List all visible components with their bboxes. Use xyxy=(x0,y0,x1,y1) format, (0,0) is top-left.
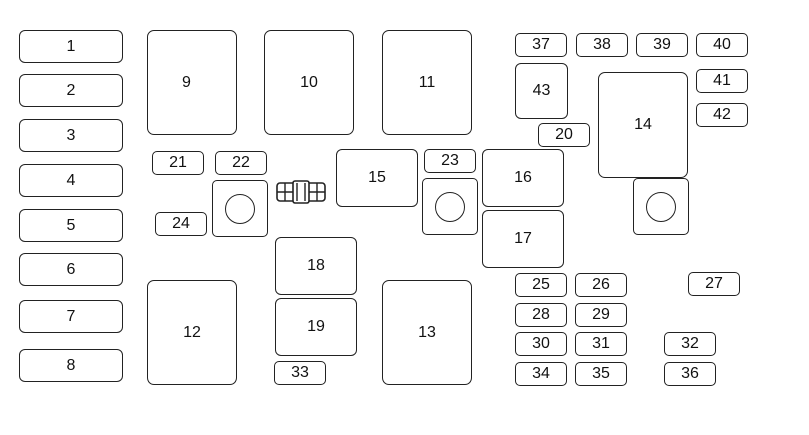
fuse-30: 30 xyxy=(515,332,567,356)
relay-11: 11 xyxy=(382,30,472,135)
fuse-38: 38 xyxy=(576,33,628,57)
relay-14: 14 xyxy=(598,72,688,178)
fuse-37: 37 xyxy=(515,33,567,57)
fuse-20: 20 xyxy=(538,123,590,147)
fuse-7: 7 xyxy=(19,300,123,333)
fuse-36: 36 xyxy=(664,362,716,386)
fuse-22: 22 xyxy=(215,151,267,175)
fuse-1: 1 xyxy=(19,30,123,63)
fuse-23: 23 xyxy=(424,149,476,173)
round-socket-icon xyxy=(646,191,676,222)
relay-15: 15 xyxy=(336,149,418,207)
fuse-40: 40 xyxy=(696,33,748,57)
fuse-41: 41 xyxy=(696,69,748,93)
fuse-puller-connector-icon xyxy=(275,180,327,204)
relay-18: 18 xyxy=(275,237,357,295)
fuse-3: 3 xyxy=(19,119,123,152)
fuse-42: 42 xyxy=(696,103,748,127)
relay-43: 43 xyxy=(515,63,568,119)
fuse-32: 32 xyxy=(664,332,716,356)
relay-12: 12 xyxy=(147,280,237,385)
fuse-27: 27 xyxy=(688,272,740,296)
socket-right xyxy=(633,178,689,235)
fuse-34: 34 xyxy=(515,362,567,386)
fuse-4: 4 xyxy=(19,164,123,197)
fuse-25: 25 xyxy=(515,273,567,297)
relay-16: 16 xyxy=(482,149,564,207)
fuse-8: 8 xyxy=(19,349,123,382)
round-socket-icon xyxy=(435,191,465,222)
fuse-21: 21 xyxy=(152,151,204,175)
fuse-39: 39 xyxy=(636,33,688,57)
fuse-33: 33 xyxy=(274,361,326,385)
relay-10: 10 xyxy=(264,30,354,135)
socket-middle xyxy=(422,178,478,235)
fuse-24: 24 xyxy=(155,212,207,236)
fuse-6: 6 xyxy=(19,253,123,286)
relay-9: 9 xyxy=(147,30,237,135)
fuse-35: 35 xyxy=(575,362,627,386)
fuse-5: 5 xyxy=(19,209,123,242)
fuse-31: 31 xyxy=(575,332,627,356)
fuse-28: 28 xyxy=(515,303,567,327)
relay-13: 13 xyxy=(382,280,472,385)
fuse-29: 29 xyxy=(575,303,627,327)
fuse-2: 2 xyxy=(19,74,123,107)
socket-left xyxy=(212,180,268,237)
relay-17: 17 xyxy=(482,210,564,268)
relay-19: 19 xyxy=(275,298,357,356)
fuse-26: 26 xyxy=(575,273,627,297)
round-socket-icon xyxy=(225,193,255,224)
